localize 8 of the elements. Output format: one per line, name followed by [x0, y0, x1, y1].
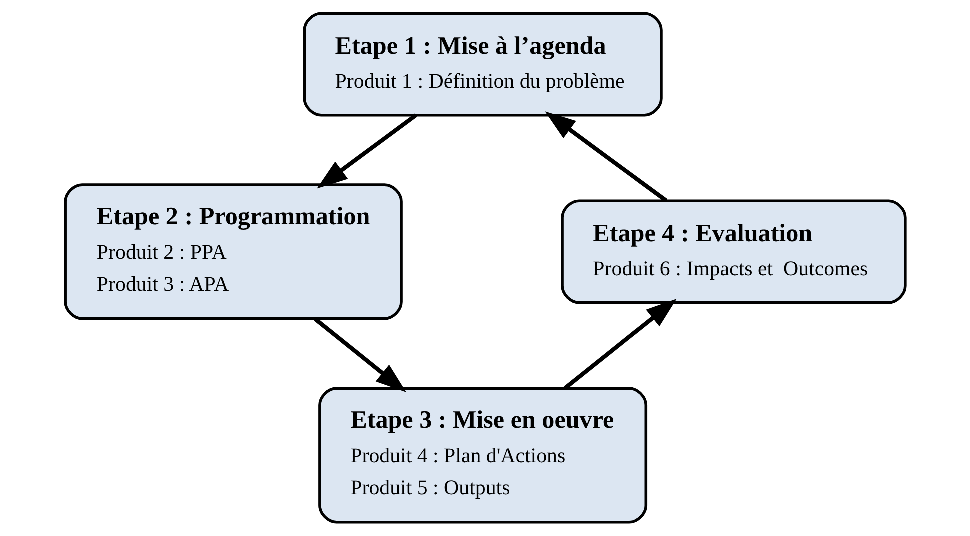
node-box: Etape 4 : Evaluation Produit 6 : Impacts et Outcomes	[560, 200, 906, 304]
node-box: Etape 3 : Mise en oeuvre Produit 4 : Plan d'Actions Produit 5 : Outputs	[318, 387, 648, 524]
node-box: Etape 1 : Mise à l’agenda Produit 1 : Définition du problème	[302, 12, 662, 117]
node-box: Etape 2 : Programmation Produit 2 : PPA Produit 3 : APA	[64, 184, 402, 320]
arrow	[316, 114, 417, 189]
arrow	[544, 112, 668, 203]
arrow	[563, 299, 676, 390]
arrow	[313, 317, 406, 393]
